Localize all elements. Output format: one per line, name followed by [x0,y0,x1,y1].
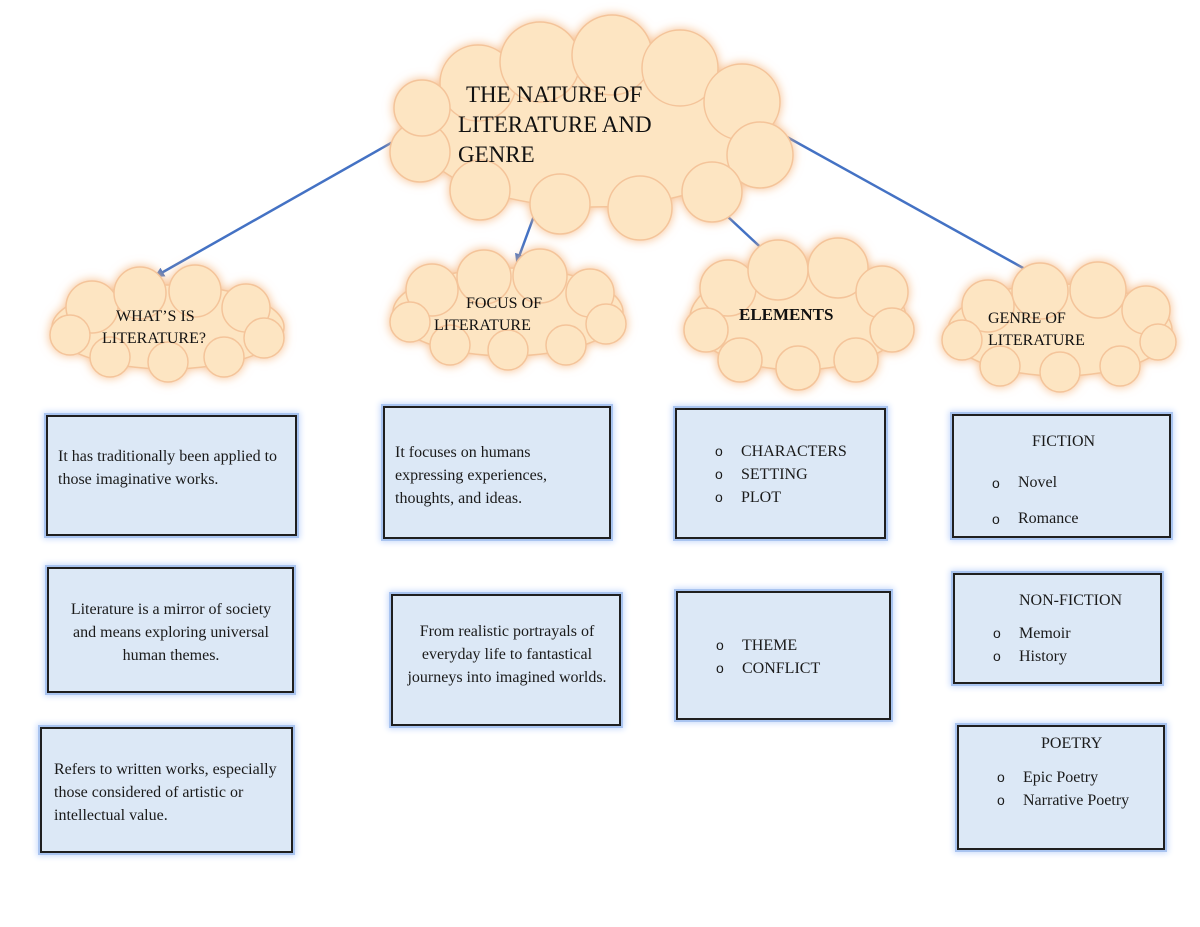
list-item: Narrative Poetry [997,789,1129,812]
arrow-to-whats-is-literature [154,137,399,278]
genre-list: Epic Poetry Narrative Poetry [997,766,1129,812]
focus-of-literature-cloud-shape [389,248,627,371]
list-item: CONFLICT [716,657,820,680]
main-topic-title: THE NATURE OF LITERATURE AND GENRE [458,80,688,170]
cloud-label-line: FOCUS OF [466,295,543,312]
focus-box-1: It focuses on humans expressing experien… [383,406,611,539]
box-text: Refers to written works, especially thos… [54,761,277,824]
list-item: History [993,645,1071,668]
focus-of-literature-label: FOCUS OF LITERATURE [434,293,584,337]
list-item: Epic Poetry [997,766,1129,789]
genre-of-literature-label: GENRE OF LITERATURE [988,308,1138,352]
list-item: CHARACTERS [715,440,847,463]
box-text: From realistic portrayals of everyday li… [407,623,607,686]
focus-box-2: From realistic portrayals of everyday li… [391,594,621,726]
box-text: It has traditionally been applied to tho… [58,448,278,488]
cloud-label-line: LITERATURE? [102,330,206,347]
definition-box-3: Refers to written works, especially thos… [40,727,293,853]
box-text: It focuses on humans expressing experien… [395,444,547,507]
cloud-label-line: ELEMENTS [739,305,834,324]
genre-heading: POETRY [1041,735,1103,752]
fiction-box: FICTION Novel Romance [952,414,1171,538]
definition-box-2: Literature is a mirror of society and me… [47,567,294,693]
main-topic-line: LITERATURE AND [458,112,652,137]
elements-list: THEME CONFLICT [716,634,820,680]
cloud-shapes [49,14,1177,393]
non-fiction-box: NON-FICTION Memoir History [953,573,1162,684]
main-topic-line: GENRE [458,142,535,167]
list-item: Novel [992,465,1078,501]
whats-is-literature-label: WHAT’S IS LITERATURE? [102,306,252,350]
poetry-box: POETRY Epic Poetry Narrative Poetry [957,725,1165,850]
list-item: Romance [992,501,1078,537]
cloud-label-line: LITERATURE [434,317,531,334]
genre-heading: NON-FICTION [1019,592,1123,609]
main-cloud-shape [389,14,794,241]
cloud-label-line: GENRE OF [988,310,1066,327]
elements-box-1: CHARACTERS SETTING PLOT [675,408,886,539]
elements-box-2: THEME CONFLICT [676,591,891,720]
whats-is-literature-cloud-shape [49,264,285,383]
elements-label: ELEMENTS [739,304,869,326]
list-item: Memoir [993,622,1071,645]
definition-box-1: It has traditionally been applied to tho… [46,415,297,536]
cloud-label-line: WHAT’S IS [116,308,195,325]
genre-list: Novel Romance [992,465,1078,537]
list-item: PLOT [715,486,847,509]
elements-list: CHARACTERS SETTING PLOT [715,440,847,509]
genre-heading: FICTION [1032,433,1096,450]
list-item: THEME [716,634,820,657]
elements-cloud-shape [683,237,915,391]
box-text: Literature is a mirror of society and me… [70,601,272,664]
main-topic-line: THE NATURE OF [466,82,643,107]
genre-list: Memoir History [993,622,1071,668]
list-item: SETTING [715,463,847,486]
arrow-to-genre-of-literature [777,130,1036,276]
cloud-label-line: LITERATURE [988,332,1085,349]
genre-of-literature-cloud-shape [941,261,1177,393]
